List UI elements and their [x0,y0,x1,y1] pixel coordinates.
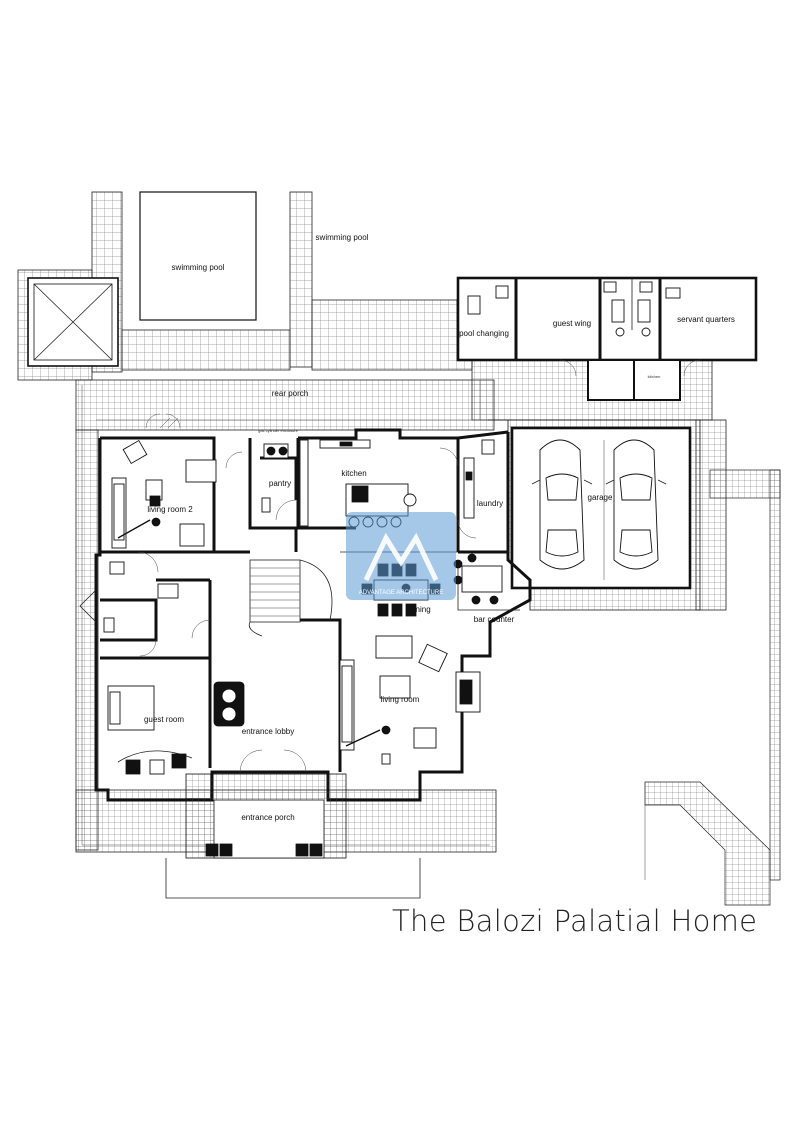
label-entrance-porch: entrance porch [241,813,294,822]
entrance-porch-structure [165,773,421,899]
guest-room-furniture [103,561,193,775]
watermark-logo: ADVANTAGE ARCHITECTURE [346,512,456,600]
label-entrance-lobby: entrance lobby [242,727,294,736]
room-labels: swimming pool swimming pool pool changin… [144,233,735,822]
garage-structure [488,419,701,611]
label-dining: dining [409,605,430,614]
car-right [605,439,667,570]
guest-wing-block [456,276,758,401]
door-swings [137,413,477,773]
bar-counter-furniture [453,553,503,605]
label-swimming-pool: swimming pool [316,233,369,242]
label-kitchen-small: kitchen [648,374,661,379]
label-bar-counter: bar counter [474,615,515,624]
label-living-room: living room [381,695,420,704]
label-servant-quarters: servant quarters [677,315,735,324]
side-walkway [644,469,781,906]
living-room-2-furniture [111,417,217,549]
label-rear-porch: rear porch [272,389,308,398]
staircase [248,559,333,637]
label-guest-wing: guest wing [553,319,591,328]
living-room-furniture [339,635,481,765]
label-swimming-pool-inside: swimming pool [172,263,225,272]
watermark-text: ADVANTAGE ARCHITECTURE [359,590,443,596]
label-pantry: pantry [269,479,291,488]
label-laundry: laundry [477,499,503,508]
label-kitchen: kitchen [341,469,366,478]
gazebo [27,277,119,367]
label-gas-cylinder: gas cylinder enclosure [258,428,299,433]
label-guest-room: guest room [144,715,184,724]
label-living-room-2: living room 2 [147,505,193,514]
swimming-pool [139,191,257,321]
lobby-furniture [213,681,245,727]
label-garage: garage [588,493,613,502]
plan-title: The Balozi Palatial Home [392,904,758,938]
car-left [531,439,593,570]
label-pool-changing: pool changing [459,329,509,338]
